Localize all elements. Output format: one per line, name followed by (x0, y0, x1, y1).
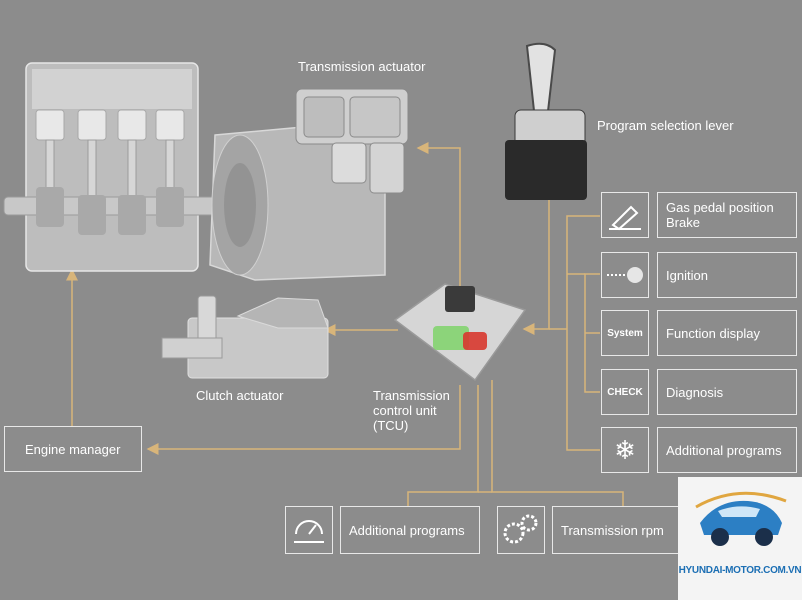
clutch-actuator-illustration (161, 295, 329, 379)
tcu-illustration (393, 283, 527, 382)
gauge-icon (294, 520, 324, 543)
gears-icon (503, 514, 538, 544)
pedal-icon (609, 205, 641, 231)
additional-programs-bottom-box: Additional programs (340, 506, 480, 554)
snowflake-icon: ❄ (614, 434, 636, 465)
system-icon: System (607, 327, 643, 339)
additional-programs-right-box: Additional programs (657, 427, 797, 473)
check-icon: CHECK (607, 386, 643, 398)
line-inputs-bus (566, 215, 600, 451)
check-icon-box: CHECK (601, 369, 649, 415)
tcu-label: Transmission control unit (TCU) (373, 388, 450, 433)
transmission-actuator-illustration (295, 88, 409, 194)
key-icon-box (601, 252, 649, 298)
function-display-box: Function display (657, 310, 797, 356)
line-tcu-to-bottom-outputs (491, 380, 624, 506)
ignition-box: Ignition (657, 252, 797, 298)
pedal-icon-box (601, 192, 649, 238)
transmission-actuator-label: Transmission actuator (298, 59, 426, 74)
transmission-rpm-box: Transmission rpm (552, 506, 692, 554)
program-selection-lever-label: Program selection lever (597, 118, 734, 133)
system-icon-box: System (601, 310, 649, 356)
watermark-text: HYUNDAI-MOTOR.COM.VN (678, 565, 802, 576)
watermark-logo: HYUNDAI-MOTOR.COM.VN (678, 477, 802, 600)
line-tcu-to-transmission-actuator (416, 142, 461, 300)
engine-manager-box: Engine manager (4, 426, 142, 472)
program-selection-lever-illustration (505, 42, 587, 200)
gauge-icon-box (285, 506, 333, 554)
clutch-actuator-label: Clutch actuator (196, 388, 284, 403)
diagnosis-box: Diagnosis (657, 369, 797, 415)
line-tcu-to-engine-manager (146, 385, 461, 455)
car-logo-icon (695, 491, 787, 546)
key-icon (607, 267, 643, 283)
engine-illustration (3, 62, 227, 272)
gas-pedal-box: Gas pedal position Brake (657, 192, 797, 238)
snowflake-icon-box: ❄ (601, 427, 649, 473)
gears-icon-box (497, 506, 545, 554)
